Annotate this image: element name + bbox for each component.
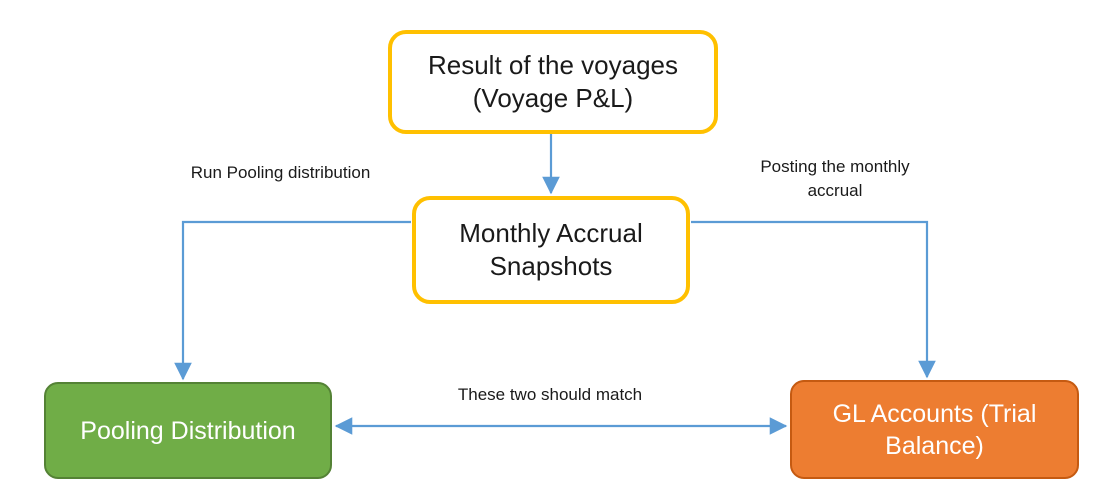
edge-accrual-to-pooling — [174, 220, 411, 381]
node-voyage-result[interactable]: Result of the voyages (Voyage P&L) — [388, 30, 718, 134]
edge-label-run-pooling-distribution: Run Pooling distribution — [190, 163, 371, 182]
node-monthly-accrual[interactable]: Monthly Accrual Snapshots — [412, 196, 690, 304]
edge-accrual-to-gl — [691, 220, 936, 379]
edge-label-posting-the-monthly-accrual: Posting the monthly accrual — [760, 157, 910, 200]
edge-label-these-two-should-match: These two should match — [457, 385, 643, 404]
node-pooling-distribution[interactable]: Pooling Distribution — [44, 382, 332, 479]
node-gl-accounts[interactable]: GL Accounts (Trial Balance) — [790, 380, 1079, 479]
